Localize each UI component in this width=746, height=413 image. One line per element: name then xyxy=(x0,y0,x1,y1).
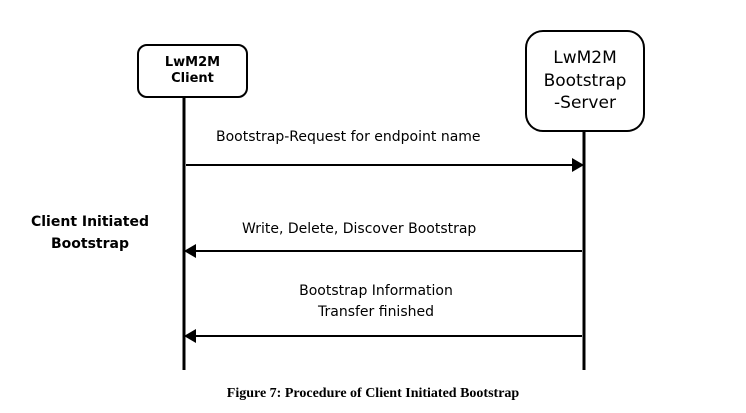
actor-lwm2m-bootstrap-server: LwM2M Bootstrap -Server xyxy=(525,30,645,132)
phase-label-line-1: Client Initiated xyxy=(30,214,150,230)
actor-server-line-2: Bootstrap xyxy=(543,70,627,91)
message-label-bootstrap-finished: Bootstrap Information Transfer finished xyxy=(278,281,474,323)
message-label-line-1: Bootstrap Information xyxy=(299,283,453,299)
message-label-bootstrap-request: Bootstrap-Request for endpoint name xyxy=(216,127,481,148)
actor-client-line-1: LwM2M xyxy=(164,55,221,71)
arrowhead-bootstrap-finished xyxy=(184,329,196,343)
phase-label-line-2: Bootstrap xyxy=(51,235,129,252)
phase-label: Client Initiated Bootstrap xyxy=(24,212,156,255)
actor-server-line-3: -Server xyxy=(554,93,616,114)
arrowhead-bootstrap-request xyxy=(572,158,584,172)
message-label-line-2: Transfer finished xyxy=(318,304,434,320)
message-label-write-delete-discover: Write, Delete, Discover Bootstrap xyxy=(242,219,476,240)
actor-server-line-1: LwM2M xyxy=(553,47,617,68)
actor-client-line-2: Client xyxy=(171,71,214,86)
message-label-line: Bootstrap-Request for endpoint name xyxy=(216,129,481,145)
message-label-line: Write, Delete, Discover Bootstrap xyxy=(242,221,477,237)
arrowhead-write-delete-discover xyxy=(184,244,196,258)
actor-lwm2m-client: LwM2M Client xyxy=(137,44,248,98)
figure-caption: Figure 7: Procedure of Client Initiated … xyxy=(226,386,520,401)
